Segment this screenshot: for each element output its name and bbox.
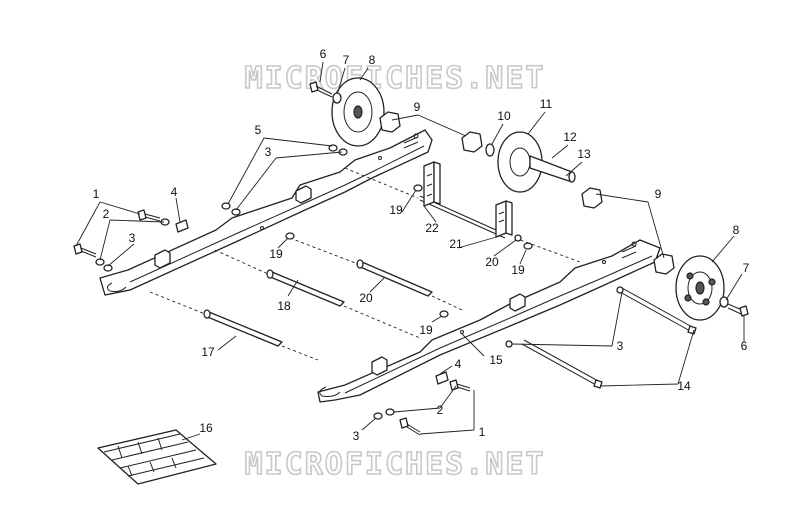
- washer-7a: [332, 92, 342, 104]
- callout-3: 3: [265, 145, 272, 159]
- callout-2: 2: [437, 403, 444, 417]
- callout-10: 10: [497, 109, 511, 123]
- rail-lower: [317, 239, 661, 403]
- callout-13: 13: [577, 147, 591, 161]
- hub-9b: [461, 131, 483, 153]
- wear-strip-16: [97, 429, 217, 485]
- callout-22: 22: [425, 221, 439, 235]
- callout-4: 4: [171, 185, 178, 199]
- callout-3: 3: [353, 429, 360, 443]
- idler-wheel-lower: [675, 255, 725, 321]
- cross-shaft-18: [266, 269, 345, 307]
- callout-19: 19: [419, 323, 433, 337]
- callout-8: 8: [733, 223, 740, 237]
- callout-8: 8: [369, 53, 376, 67]
- callout-19: 19: [389, 203, 403, 217]
- callout-7: 7: [743, 261, 750, 275]
- bolt-6a: [309, 81, 333, 98]
- callout-19: 19: [269, 247, 283, 261]
- callouts: 6 7 8 9 10 11 12 13 5 3 1 2 4 3 19 22 9 …: [93, 47, 750, 443]
- hub-9a: [379, 111, 401, 133]
- callout-18: 18: [277, 299, 291, 313]
- wheel-11: [497, 131, 576, 193]
- callout-12: 12: [563, 130, 577, 144]
- washer-10: [485, 143, 495, 157]
- callout-9: 9: [655, 187, 662, 201]
- idler-wheel-upper: [331, 77, 385, 147]
- washer-3-upper: [103, 264, 113, 272]
- axle-bracket-22: [423, 161, 441, 207]
- callout-2: 2: [103, 207, 110, 221]
- callout-20: 20: [359, 291, 373, 305]
- bolt-6b: [727, 303, 749, 317]
- callout-4: 4: [455, 357, 462, 371]
- washers-19: [285, 184, 533, 318]
- callout-11: 11: [540, 97, 553, 111]
- bolt-1-upper: [73, 209, 161, 258]
- axle-bracket-21: [495, 200, 522, 242]
- callout-5: 5: [255, 123, 262, 137]
- callout-1: 1: [479, 425, 486, 439]
- slide-block-upper: [154, 185, 312, 269]
- callout-21: 21: [449, 237, 463, 251]
- callout-1: 1: [93, 187, 100, 201]
- callout-15: 15: [489, 353, 503, 367]
- callout-20: 20: [485, 255, 499, 269]
- slide-block-lower: [371, 293, 526, 376]
- cross-shaft-17: [203, 309, 283, 347]
- callout-16: 16: [199, 421, 213, 435]
- callout-14: 14: [677, 379, 691, 393]
- leader-lines: [75, 61, 745, 441]
- nuts-5: [221, 144, 348, 216]
- callout-9: 9: [414, 100, 421, 114]
- callout-19: 19: [511, 263, 525, 277]
- callout-3: 3: [129, 231, 136, 245]
- callout-7: 7: [343, 53, 350, 67]
- callout-17: 17: [201, 345, 215, 359]
- callout-6: 6: [741, 339, 748, 353]
- rail-upper: [99, 129, 433, 296]
- cross-shaft-20: [356, 259, 433, 297]
- bracket-4-lower: [435, 371, 449, 385]
- watermark-bottom: MICROFICHES.NET: [245, 447, 546, 482]
- bolt-1-lower: [399, 379, 471, 436]
- watermark-top: MICROFICHES.NET: [245, 61, 546, 96]
- callout-6: 6: [320, 47, 327, 61]
- hub-9c: [581, 187, 675, 275]
- bracket-4-upper: [175, 219, 189, 233]
- callout-3: 3: [617, 339, 624, 353]
- washer-2-3-lower: [373, 408, 395, 420]
